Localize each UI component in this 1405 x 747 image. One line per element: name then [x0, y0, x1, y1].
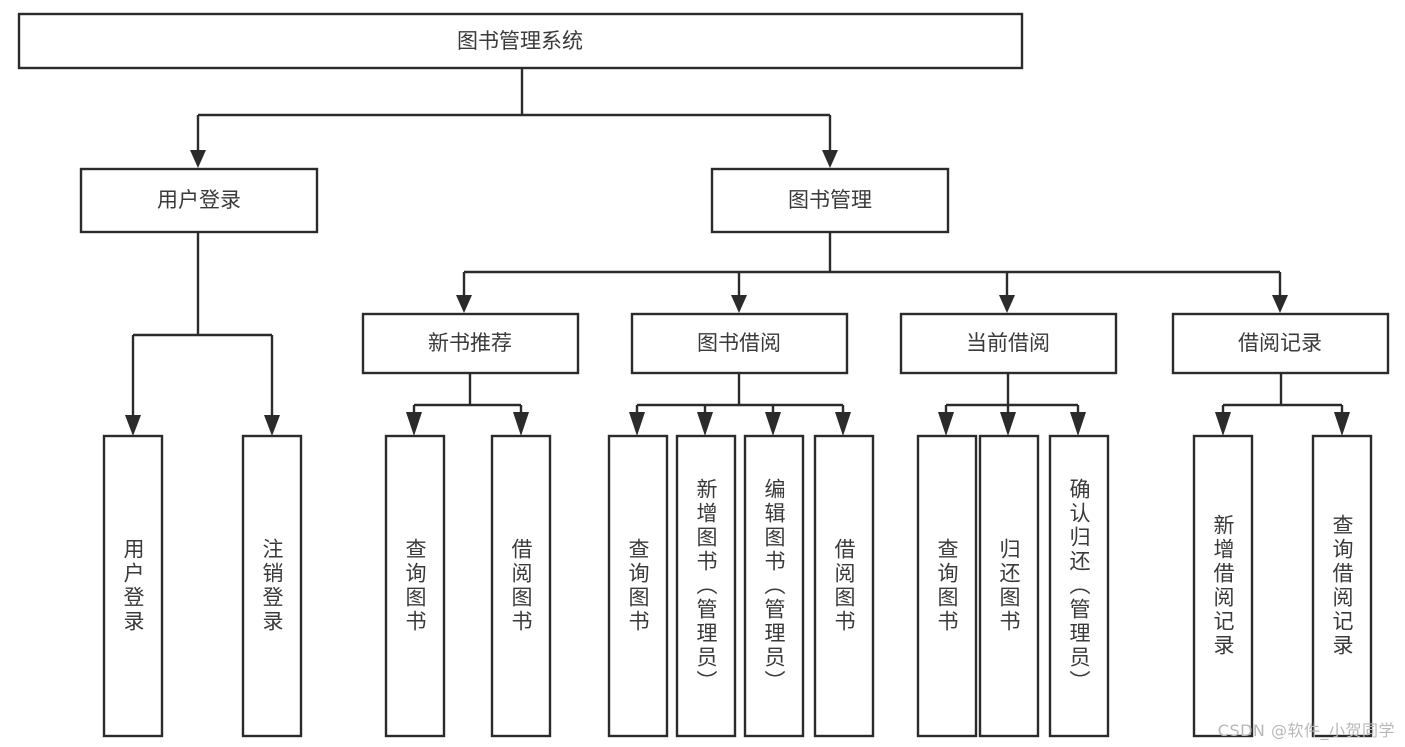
node-book-manage-box[interactable]	[710, 167, 950, 234]
node-leaf-logout-box[interactable]	[241, 434, 303, 738]
node-user-login-box[interactable]	[79, 167, 319, 234]
node-leaf-borrow-book-2[interactable]: 借阅图书	[813, 434, 875, 738]
node-leaf-borrow-book-2-box[interactable]	[813, 434, 875, 738]
node-leaf-query-record-label: 查询借阅记录	[1330, 514, 1354, 658]
arrow-head-leaf-edit-book	[765, 412, 781, 436]
arrow-head-book-borrow	[731, 295, 747, 313]
node-new-book-rec[interactable]: 新书推荐	[361, 312, 580, 375]
node-leaf-user-login[interactable]: 用户登录	[102, 434, 164, 738]
node-leaf-borrow-book-1[interactable]: 借阅图书	[490, 434, 552, 738]
node-user-login-label: 用户登录	[157, 188, 241, 212]
node-book-borrow[interactable]: 图书借阅	[630, 312, 849, 375]
node-leaf-query-book-1-box[interactable]	[384, 434, 446, 738]
node-leaf-query-book-3-box[interactable]	[916, 434, 978, 738]
node-leaf-query-book-1[interactable]: 查询图书	[384, 434, 446, 738]
arrow-head-leaf-query-book-1	[406, 412, 422, 436]
arrow-head-leaf-logout	[264, 415, 280, 436]
node-root[interactable]: 图书管理系统	[17, 12, 1024, 70]
arrow-head-leaf-add-book	[697, 412, 713, 436]
csdn-watermark: CSDN @软件_小贺同学	[1217, 721, 1395, 740]
arrow-head-user-login	[190, 150, 206, 168]
arrow-head-leaf-query-book-2	[629, 412, 645, 436]
arrow-head-borrow-record	[1272, 295, 1288, 313]
node-leaf-add-book[interactable]: 新增图书（管理员）	[675, 434, 737, 738]
node-leaf-query-record[interactable]: 查询借阅记录	[1311, 434, 1373, 738]
node-leaf-query-book-2-label: 查询图书	[626, 538, 650, 634]
arrow-head-leaf-add-record	[1215, 412, 1231, 436]
connector-layer	[125, 68, 1350, 436]
arrow-head-leaf-borrow-book-2	[835, 412, 851, 436]
arrow-head-leaf-user-login	[125, 415, 141, 436]
arrow-head-leaf-query-book-3	[938, 412, 954, 436]
arrow-head-leaf-return-book	[1000, 412, 1016, 436]
node-book-borrow-box[interactable]	[630, 312, 849, 375]
node-leaf-add-record-box[interactable]	[1192, 434, 1254, 738]
node-leaf-edit-book-label: 编辑图书（管理员）	[762, 478, 786, 694]
node-leaf-return-book-box[interactable]	[978, 434, 1040, 738]
arrow-head-leaf-borrow-book-1	[513, 412, 529, 436]
node-new-book-rec-label: 新书推荐	[428, 331, 512, 355]
arrow-head-new-book-rec	[456, 295, 472, 313]
node-leaf-query-book-2[interactable]: 查询图书	[607, 434, 669, 738]
node-borrow-record-label: 借阅记录	[1238, 331, 1322, 355]
node-leaf-query-book-3[interactable]: 查询图书	[916, 434, 978, 738]
arrow-head-leaf-confirm-return	[1070, 412, 1086, 436]
node-book-manage[interactable]: 图书管理	[710, 167, 950, 234]
node-leaf-return-book[interactable]: 归还图书	[978, 434, 1040, 738]
node-leaf-return-book-label: 归还图书	[997, 538, 1021, 634]
node-book-manage-label: 图书管理	[788, 188, 872, 212]
node-root-label: 图书管理系统	[457, 29, 583, 53]
node-leaf-logout[interactable]: 注销登录	[241, 434, 303, 738]
node-book-borrow-label: 图书借阅	[697, 331, 781, 355]
node-leaf-edit-book[interactable]: 编辑图书（管理员）	[743, 434, 805, 738]
node-leaf-query-book-3-label: 查询图书	[935, 538, 959, 634]
node-leaf-confirm-return[interactable]: 确认归还（管理员）	[1048, 434, 1110, 738]
node-leaf-borrow-book-2-label: 借阅图书	[832, 538, 856, 634]
node-leaf-borrow-book-1-box[interactable]	[490, 434, 552, 738]
node-leaf-add-book-box[interactable]	[675, 434, 737, 738]
node-root-box[interactable]	[17, 12, 1024, 70]
node-leaf-add-record[interactable]: 新增借阅记录	[1192, 434, 1254, 738]
node-user-login[interactable]: 用户登录	[79, 167, 319, 234]
node-leaf-query-book-1-label: 查询图书	[403, 538, 427, 634]
node-leaf-add-book-label: 新增图书（管理员）	[694, 478, 718, 694]
node-leaf-query-record-box[interactable]	[1311, 434, 1373, 738]
node-leaf-edit-book-box[interactable]	[743, 434, 805, 738]
node-leaf-user-login-box[interactable]	[102, 434, 164, 738]
node-new-book-rec-box[interactable]	[361, 312, 580, 375]
node-leaf-confirm-return-box[interactable]	[1048, 434, 1110, 738]
arrow-head-book-manage	[822, 150, 838, 168]
node-leaf-confirm-return-label: 确认归还（管理员）	[1067, 478, 1091, 694]
node-borrow-record-box[interactable]	[1171, 312, 1390, 375]
arrow-head-current-borrow	[999, 295, 1015, 313]
node-current-borrow-label: 当前借阅	[966, 331, 1050, 355]
node-leaf-add-record-label: 新增借阅记录	[1211, 514, 1235, 658]
node-borrow-record[interactable]: 借阅记录	[1171, 312, 1390, 375]
node-leaf-borrow-book-1-label: 借阅图书	[509, 538, 533, 634]
arrow-head-leaf-query-record	[1334, 412, 1350, 436]
node-current-borrow-box[interactable]	[899, 312, 1118, 375]
node-current-borrow[interactable]: 当前借阅	[899, 312, 1118, 375]
node-leaf-logout-label: 注销登录	[260, 538, 284, 634]
node-leaf-query-book-2-box[interactable]	[607, 434, 669, 738]
node-leaf-user-login-label: 用户登录	[121, 538, 145, 634]
